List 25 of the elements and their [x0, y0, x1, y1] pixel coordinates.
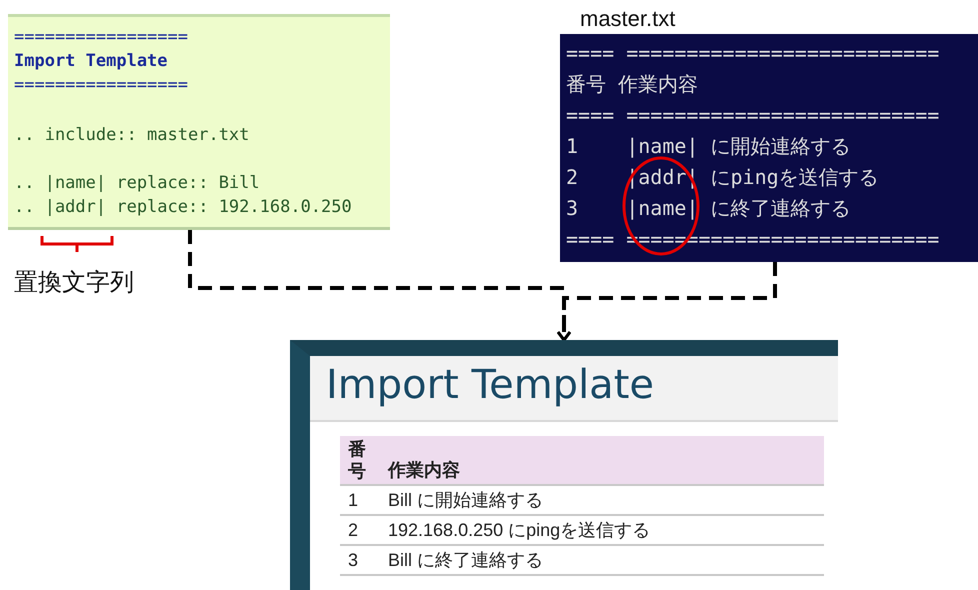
code-line: .. |addr| replace:: 192.168.0.250 — [14, 196, 353, 219]
table-cell: Bill に開始連絡する — [380, 485, 824, 515]
code-line: .. |name| replace:: Bill — [14, 172, 261, 195]
console-line: 1 |name| に開始連絡する — [566, 133, 852, 160]
web-page-panel — [290, 340, 838, 590]
dashed-arrow — [556, 262, 777, 342]
code-heading: Import Template — [14, 50, 169, 73]
console-line: 3 |name| に終了連絡する — [566, 195, 852, 222]
page-title: Import Template — [326, 362, 654, 408]
console-line: ==== ========================== — [566, 40, 940, 67]
table-cell: 1 — [340, 485, 380, 515]
header-cell: 番号 — [340, 436, 380, 485]
file-name-heading: master.txt — [580, 6, 676, 32]
console-line: 番号 作業内容 — [566, 71, 700, 98]
code-line: ================= — [14, 74, 189, 97]
code-panel — [8, 14, 390, 230]
table-cell: 3 — [340, 545, 380, 575]
annotation-label: 置換文字列 — [14, 268, 134, 298]
table-cell: Bill に終了連絡する — [380, 545, 824, 575]
header-cell: 作業内容 — [380, 436, 824, 485]
table-cell: 192.168.0.250 にpingを送信する — [380, 515, 824, 545]
table-cell: 2 — [340, 515, 380, 545]
code-line: .. include:: master.txt — [14, 124, 250, 147]
code-line: ================= — [14, 26, 189, 49]
console-line: ==== ========================== — [566, 102, 940, 129]
